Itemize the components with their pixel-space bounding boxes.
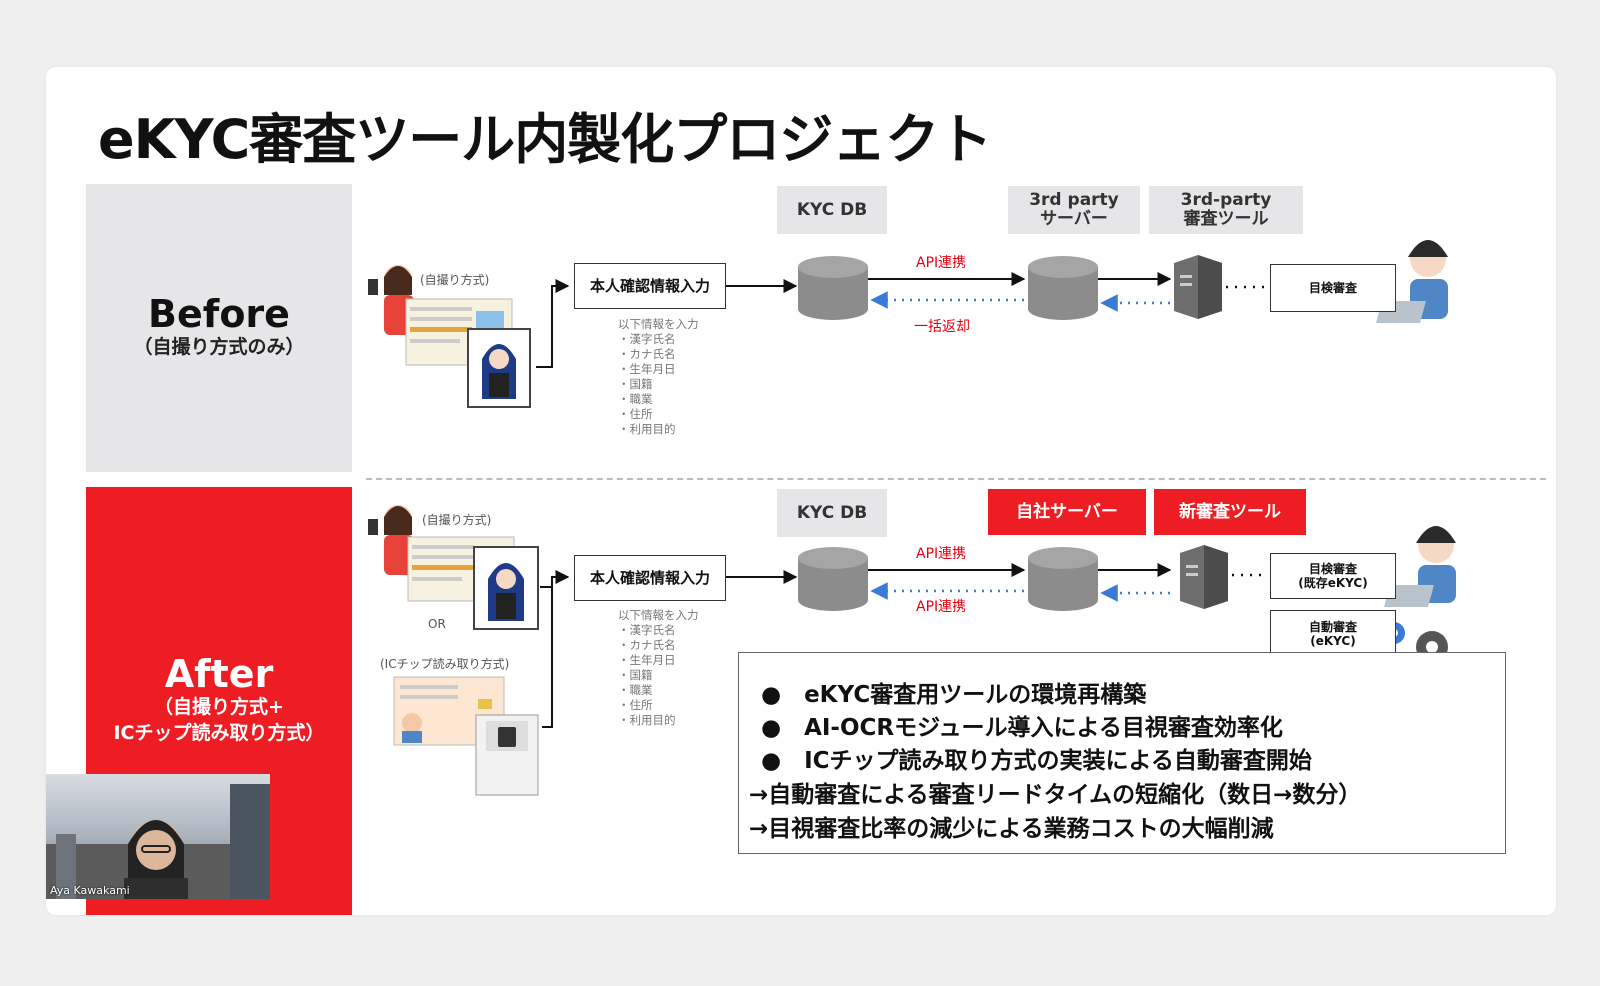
before-panel: Before （自撮り方式のみ） xyxy=(86,184,352,472)
summary-line: ● eKYC審査用ツールの環境再構築 xyxy=(761,682,1147,708)
visual-review-box: 目検審査 xyxy=(1270,264,1396,312)
kyc-db-header: KYC DB xyxy=(777,186,887,234)
before-subheading: （自撮り方式のみ） xyxy=(133,336,305,359)
selfie-person-icon-after xyxy=(368,505,414,575)
section-divider xyxy=(366,478,1546,480)
input-list-item: ・漢字氏名 xyxy=(618,623,676,637)
kyc-db-cylinder-after xyxy=(798,547,868,611)
api-link-return-label-after: API連携 xyxy=(916,599,967,615)
operator-icon-after xyxy=(1384,526,1456,607)
webcam-thumbnail[interactable]: Aya Kawakami xyxy=(46,774,270,899)
visual-review-existing-box: 目検審査 (既存eKYC) xyxy=(1270,553,1396,599)
batch-return-label: 一括返却 xyxy=(914,319,970,335)
input-list: 以下情報を入力 ・漢字氏名 ・カナ氏名 ・生年月日 ・国籍 ・職業 ・住所 ・利… xyxy=(618,317,699,437)
input-list-item: ・漢字氏名 xyxy=(618,332,676,346)
server-tower-icon xyxy=(1174,255,1222,319)
kyc-db-cylinder xyxy=(798,256,868,320)
input-list-item: ・カナ氏名 xyxy=(618,638,676,652)
smartphone-reader-icon xyxy=(475,714,539,796)
summary-line: ● ICチップ読み取り方式の実装による自動審査開始 xyxy=(761,748,1312,774)
after-heading: After xyxy=(164,652,274,697)
input-list-item: 以下情報を入力 xyxy=(618,608,699,622)
after-subheading: （自撮り方式+ ICチップ読み取り方式） xyxy=(113,696,325,744)
third-party-server-header: 3rd party サーバー xyxy=(1008,186,1140,234)
participant-name: Aya Kawakami xyxy=(50,884,130,897)
identity-input-box-after: 本人確認情報入力 xyxy=(574,555,726,601)
face-photo-icon-after xyxy=(473,546,539,630)
summary-line: ● AI-OCRモジュール導入による目視審査効率化 xyxy=(761,715,1283,741)
input-list-item: ・利用目的 xyxy=(618,713,676,727)
kyc-db-header-after: KYC DB xyxy=(777,489,887,537)
operator-icon xyxy=(1376,240,1448,323)
api-link-label-after: API連携 xyxy=(916,546,967,562)
or-label: OR xyxy=(428,617,446,631)
own-server-cylinder xyxy=(1028,547,1098,611)
input-list-after: 以下情報を入力 ・漢字氏名 ・カナ氏名 ・生年月日 ・国籍 ・職業 ・住所 ・利… xyxy=(618,608,699,728)
input-list-item: ・住所 xyxy=(618,407,653,421)
server-tower-icon-after xyxy=(1180,545,1228,609)
identity-input-box: 本人確認情報入力 xyxy=(574,263,726,309)
summary-box: ● eKYC審査用ツールの環境再構築 ● AI-OCRモジュール導入による目視審… xyxy=(738,652,1506,854)
summary-line: →自動審査による審査リードタイムの短縮化（数日→数分） xyxy=(749,782,1362,808)
summary-line: →目視審査比率の減少による業務コストの大幅削減 xyxy=(749,816,1274,842)
auto-review-box: 自動審査 (eKYC) xyxy=(1270,610,1396,658)
input-list-item: ・職業 xyxy=(618,392,653,406)
input-list-item: ・住所 xyxy=(618,698,653,712)
presentation-slide: eKYC審査ツール内製化プロジェクト Before （自撮り方式のみ） Afte… xyxy=(46,67,1556,915)
third-party-server-cylinder xyxy=(1028,256,1098,320)
input-list-item: ・利用目的 xyxy=(618,422,676,436)
before-heading: Before xyxy=(148,292,290,337)
new-tool-header: 新審査ツール xyxy=(1154,489,1306,535)
selfie-method-label-after: (自撮り方式) xyxy=(422,513,492,527)
api-link-label: API連携 xyxy=(916,255,967,271)
input-list-item: ・カナ氏名 xyxy=(618,347,676,361)
selfie-person-icon xyxy=(368,265,414,335)
input-list-item: ・国籍 xyxy=(618,377,653,391)
input-list-item: ・職業 xyxy=(618,683,653,697)
own-server-header: 自社サーバー xyxy=(988,489,1146,535)
selfie-method-label: (自撮り方式) xyxy=(420,273,490,287)
ic-chip-method-label: (ICチップ読み取り方式) xyxy=(380,657,510,671)
input-list-item: ・生年月日 xyxy=(618,362,676,376)
participant-video xyxy=(46,784,270,899)
slide-title: eKYC審査ツール内製化プロジェクト xyxy=(98,108,992,171)
input-list-item: 以下情報を入力 xyxy=(618,317,699,331)
input-list-item: ・生年月日 xyxy=(618,653,676,667)
input-list-item: ・国籍 xyxy=(618,668,653,682)
face-photo-icon xyxy=(467,328,531,408)
third-party-tool-header: 3rd-party 審査ツール xyxy=(1149,186,1303,234)
